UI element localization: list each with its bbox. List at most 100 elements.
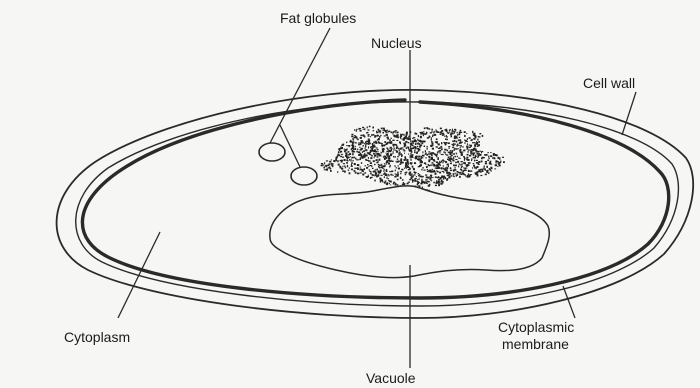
nucleus-stipple-dot (424, 146, 426, 148)
nucleus-stipple-dot (450, 168, 452, 170)
nucleus-stipple-dot (381, 164, 383, 165)
nucleus-stipple-dot (460, 132, 462, 133)
nucleus-stipple-dot (409, 168, 411, 170)
nucleus-stipple-dot (405, 135, 407, 136)
nucleus-stipple-dot (453, 173, 454, 175)
nucleus-stipple-dot (374, 144, 375, 145)
nucleus-stipple-dot (357, 139, 359, 141)
nucleus-stipple-dot (443, 172, 444, 173)
nucleus-stipple-dot (457, 156, 458, 157)
nucleus-stipple-dot (485, 161, 487, 163)
nucleus-stipple-dot (360, 135, 362, 137)
nucleus-stipple-dot (466, 133, 467, 134)
nucleus-stipple-dot (354, 168, 356, 169)
nucleus-stipple-dot (386, 160, 388, 162)
nucleus-stipple-dot (413, 141, 415, 143)
nucleus-stipple-dot (361, 140, 362, 142)
nucleus-stipple-dot (436, 131, 438, 133)
nucleus-stipple-dot (448, 148, 449, 149)
nucleus-stipple-dot (485, 163, 487, 164)
nucleus-stipple-dot (415, 147, 416, 149)
nucleus-stipple-dot (368, 166, 369, 167)
nucleus-stipple-dot (446, 154, 448, 155)
nucleus-stipple-dot (395, 132, 396, 133)
nucleus-stipple-dot (397, 156, 399, 157)
nucleus-stipple-dot (412, 154, 413, 156)
nucleus-stipple-dot (387, 137, 389, 139)
nucleus-stipple-dot (396, 147, 397, 149)
nucleus-stipple-dot (348, 151, 350, 153)
cytoplasm-label: Cytoplasm (64, 329, 130, 345)
nucleus-stipple-dot (369, 154, 371, 155)
nucleus-stipple-dot (357, 173, 359, 175)
nucleus-stipple-dot (352, 157, 354, 159)
nucleus-stipple-dot (452, 147, 454, 149)
nucleus-stipple-dot (370, 136, 371, 137)
nucleus-stipple-dot (403, 143, 405, 145)
nucleus-stipple-dot (478, 136, 480, 137)
nucleus-stipple-dot (350, 156, 351, 157)
nucleus-stipple-dot (342, 157, 344, 158)
nucleus-stipple-dot (446, 139, 448, 141)
nucleus-stipple-dot (430, 180, 432, 181)
nucleus-stipple-dot (428, 160, 430, 162)
nucleus-stipple-dot (389, 141, 390, 143)
nucleus-stipple-dot (453, 157, 454, 158)
nucleus-stipple-dot (456, 175, 458, 176)
nucleus-stipple-dot (409, 173, 411, 175)
nucleus-stipple-dot (426, 157, 427, 159)
nucleus-stipple-dot (323, 164, 325, 165)
nucleus-stipple-dot (503, 161, 505, 163)
nucleus-stipple-dot (477, 172, 479, 174)
nucleus-stipple-dot (393, 149, 394, 150)
nucleus-stipple-dot (377, 156, 379, 157)
nucleus-stipple-dot (408, 147, 409, 149)
nucleus-stipple-dot (454, 148, 455, 150)
nucleus-stipple-dot (405, 174, 406, 175)
nucleus-stipple-dot (376, 176, 377, 178)
nucleus-stipple-dot (379, 178, 381, 180)
nucleus-stipple-dot (404, 150, 406, 151)
nucleus-stipple-dot (438, 163, 440, 165)
nucleus-stipple-dot (458, 157, 459, 158)
nucleus-stipple-dot (474, 147, 475, 149)
nucleus-stipple-dot (400, 153, 402, 155)
nucleus-stipple-dot (438, 143, 440, 145)
nucleus-stipple-dot (441, 154, 442, 155)
nucleus-stipple-dot (397, 132, 399, 133)
nucleus-stipple-dot (344, 172, 345, 174)
nucleus-stipple-dot (361, 155, 363, 157)
nucleus-stipple-dot (462, 146, 463, 147)
nucleus-stipple-dot (453, 158, 455, 159)
nucleus-stipple-dot (369, 126, 371, 128)
nucleus-stipple-dot (417, 148, 419, 149)
nucleus-stipple-dot (381, 128, 383, 130)
nucleus-stipple-dot (467, 159, 469, 161)
nucleus-stipple-dot (477, 139, 478, 141)
nucleus-stipple-dot (464, 157, 465, 159)
nucleus-stipple-dot (392, 132, 394, 133)
nucleus-stipple-dot (460, 145, 462, 146)
nucleus-stipple-dot (379, 167, 380, 168)
nucleus-stipple-dot (369, 169, 370, 170)
nucleus-stipple-dot (495, 164, 497, 166)
nucleus-stipple-dot (384, 163, 385, 164)
nucleus-stipple-dot (448, 172, 450, 173)
nucleus-stipple-dot (390, 165, 391, 167)
nucleus-stipple-dot (412, 180, 414, 181)
nucleus-stipple-dot (485, 169, 486, 171)
nucleus-stipple-dot (359, 147, 360, 148)
nucleus-stipple-dot (477, 174, 478, 176)
nucleus-stipple-dot (375, 160, 377, 162)
nucleus-stipple-dot (441, 183, 442, 184)
nucleus-stipple-dot (414, 162, 416, 164)
nucleus-stipple-dot (409, 150, 410, 152)
nucleus-stipple-dot (387, 156, 388, 157)
nucleus-stipple-dot (469, 162, 471, 163)
nucleus-stipple-dot (460, 172, 462, 173)
nucleus-stipple-dot (404, 153, 405, 154)
nucleus-stipple-dot (397, 172, 398, 174)
nucleus-stipple-dot (403, 149, 405, 150)
nucleus-stipple-dot (410, 146, 411, 148)
nucleus-stipple-dot (380, 180, 381, 181)
